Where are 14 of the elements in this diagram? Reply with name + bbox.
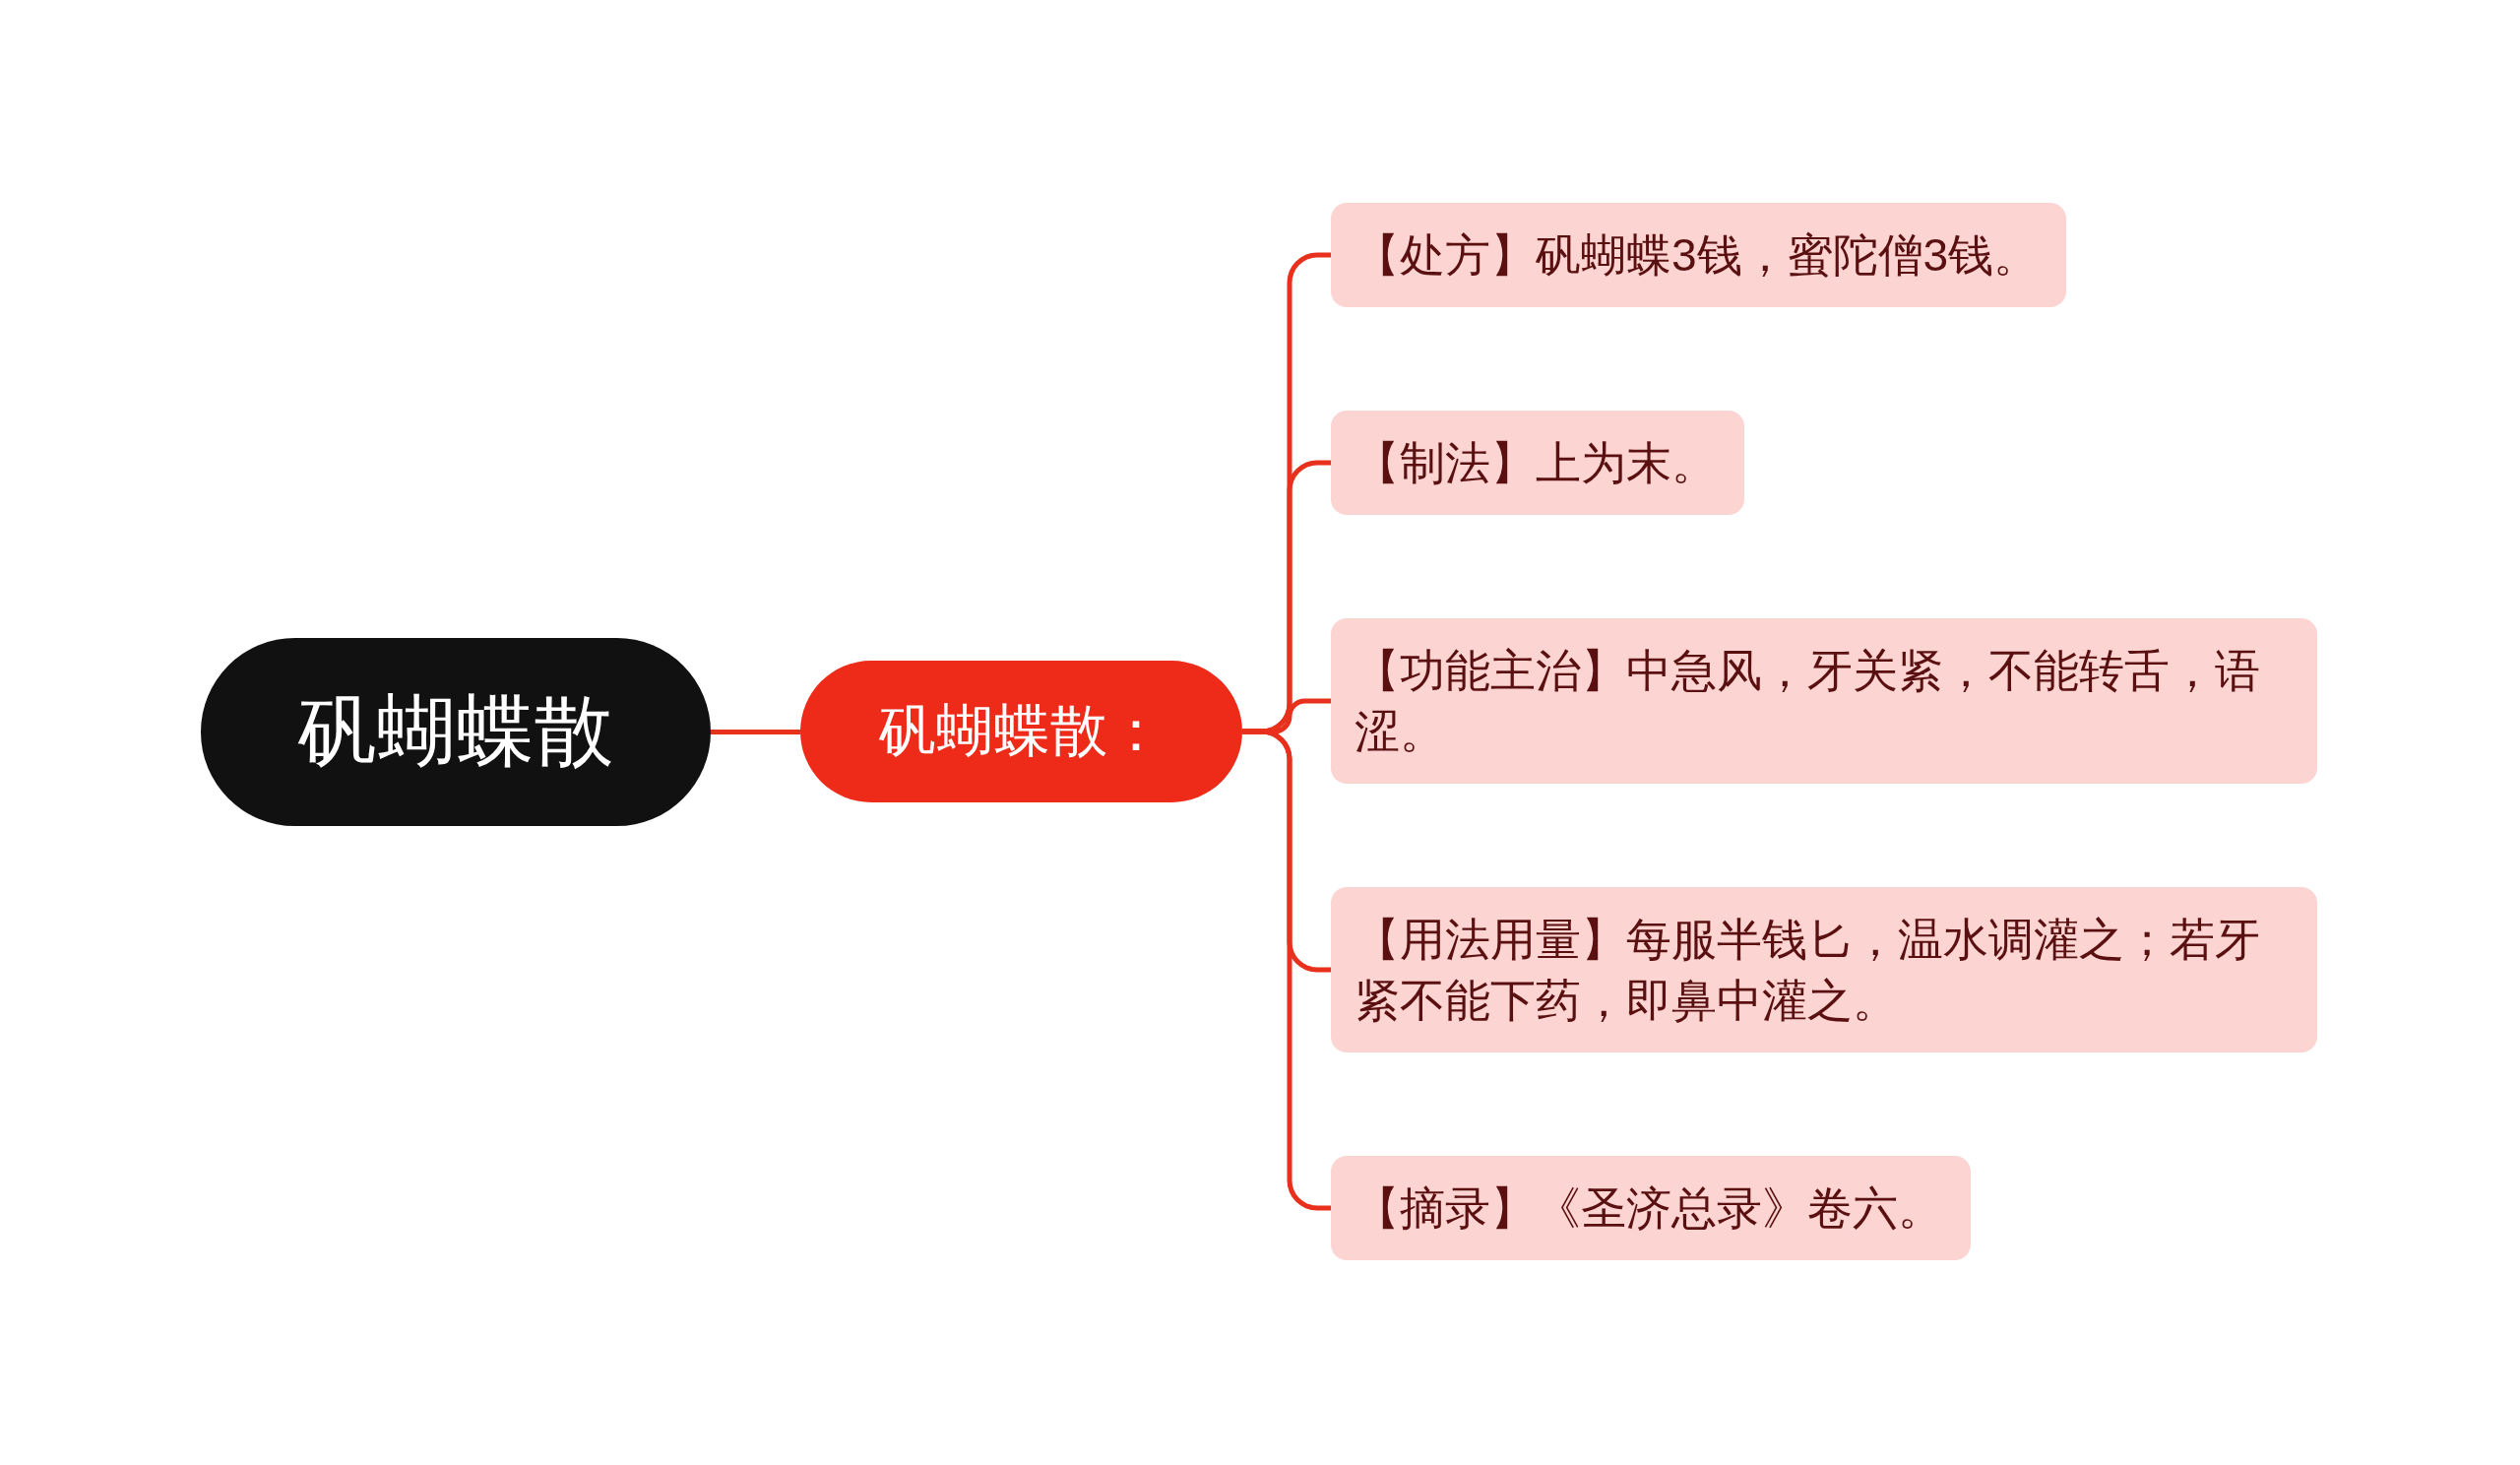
connector-line [711,730,800,734]
detail-text: 【摘录】《圣济总录》卷六。 [1354,1181,1943,1236]
detail-text: 【用法用量】每服半钱匕，温水调灌之；若牙紧不能下药，即鼻中灌之。 [1354,913,2261,1028]
detail-card [1331,618,2317,784]
detail-card [1331,1156,1971,1260]
detail-text: 【制法】上为末。 [1354,436,1717,490]
detail-card [1331,203,2067,307]
detail-text: 【处方】矾蝴蝶3钱，蜜陀僧3钱。 [1354,228,2040,283]
detail-text: 【功能主治】中急风，牙关紧，不能转舌，语涩。 [1354,644,2261,759]
topic-text: 矾蝴蝶散： [878,697,1165,764]
topic-text: 矾蝴蝶散 [298,685,613,777]
detail-card [1331,887,2317,1052]
connector-line [1242,729,1331,1211]
detail-card [1331,411,1744,515]
